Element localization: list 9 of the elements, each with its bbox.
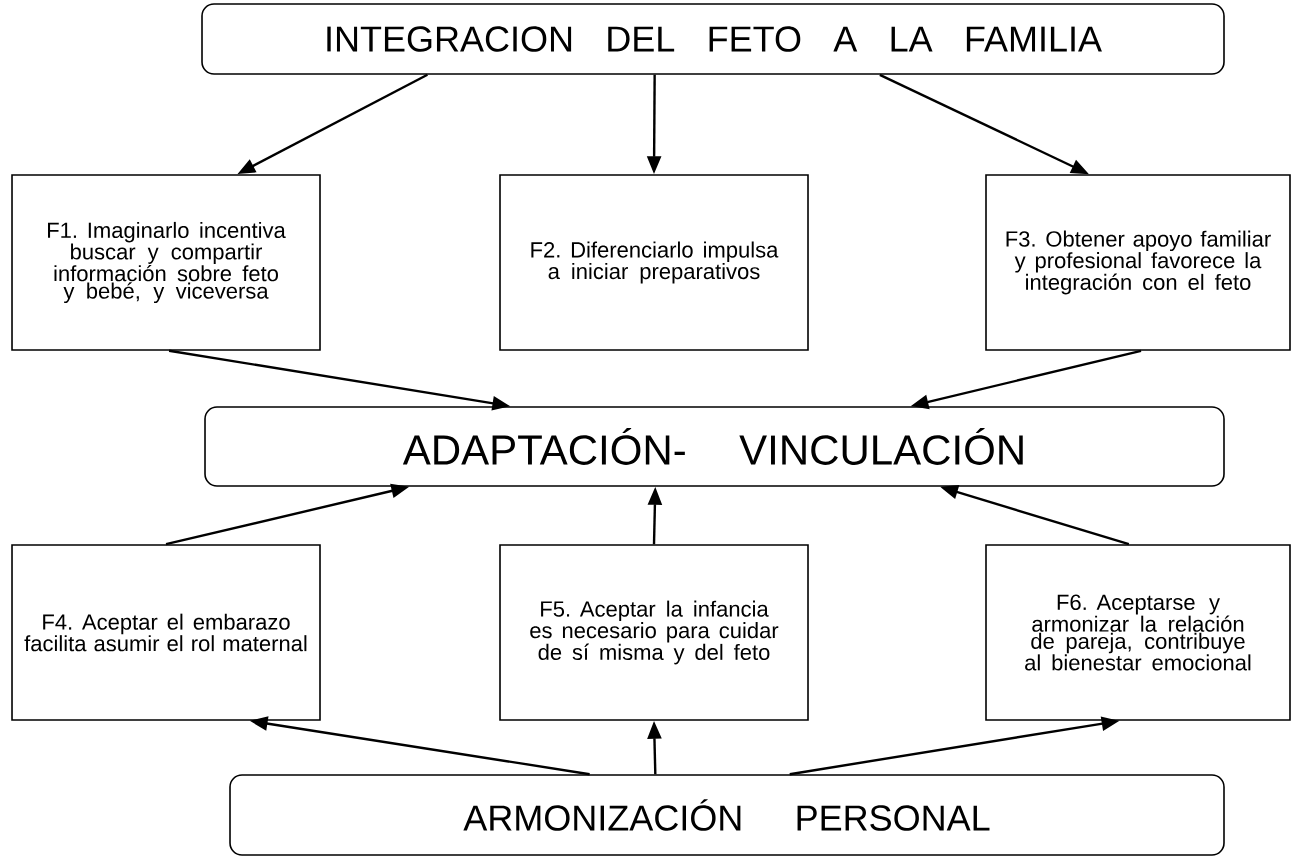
factor-box: F1. Imaginarlo incentiva buscar y compartir información sobre feto y bebé, y viceversa: [11, 174, 321, 351]
title-box: ARMONIZACIÓN PERSONAL: [229, 774, 1225, 856]
factor-box: F3. Obtener apoyo familiar y profesional favorece la integración con el feto: [985, 174, 1291, 351]
title-box: ADAPTACIÓN- VINCULACIÓN: [204, 406, 1225, 487]
factor-box: F6. Aceptarse y armonizar la relación de pareja, contribuye al bienestar emocional: [985, 544, 1291, 721]
factor-box: F2. Diferenciarlo impulsa a iniciar preparativos: [499, 174, 809, 351]
factor-box: F4. Aceptar el embarazo facilita asumir el rol maternal: [11, 544, 321, 721]
factor-box: F5. Aceptar la infancia es necesario para cuidar de sí misma y del feto: [499, 544, 809, 721]
title-box: INTEGRACION DEL FETO A LA FAMILIA: [201, 3, 1225, 75]
